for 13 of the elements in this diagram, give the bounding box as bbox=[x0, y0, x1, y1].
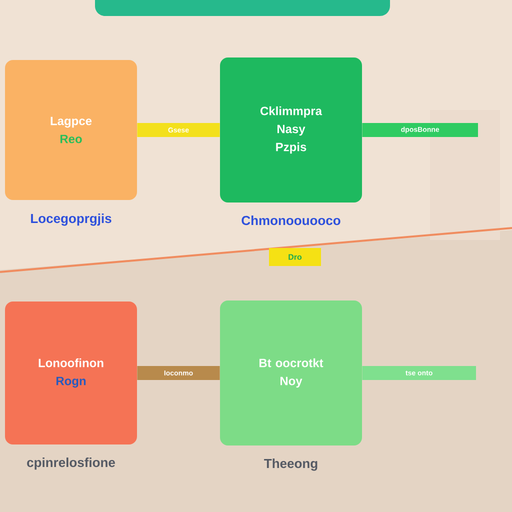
connector-bar bbox=[137, 123, 220, 137]
connector-bar bbox=[362, 123, 478, 137]
node-caption: cpinrelosfione bbox=[27, 458, 115, 470]
process-box: Bt oocrotkt Noy bbox=[220, 300, 362, 446]
process-box: Lagpce Reo bbox=[5, 60, 137, 200]
process-box: Lonoofinon Rogn bbox=[5, 302, 137, 444]
tag-label: Dro bbox=[269, 248, 321, 266]
node-caption: Chmonoouooco bbox=[242, 216, 340, 226]
process-box: Cklimmpra Nasy Pzpis bbox=[220, 58, 362, 202]
connector-bar bbox=[137, 366, 220, 380]
node-caption: Locegoprgjis bbox=[31, 214, 112, 226]
connector-bar bbox=[362, 366, 476, 380]
node-caption: Theeong bbox=[264, 458, 318, 471]
